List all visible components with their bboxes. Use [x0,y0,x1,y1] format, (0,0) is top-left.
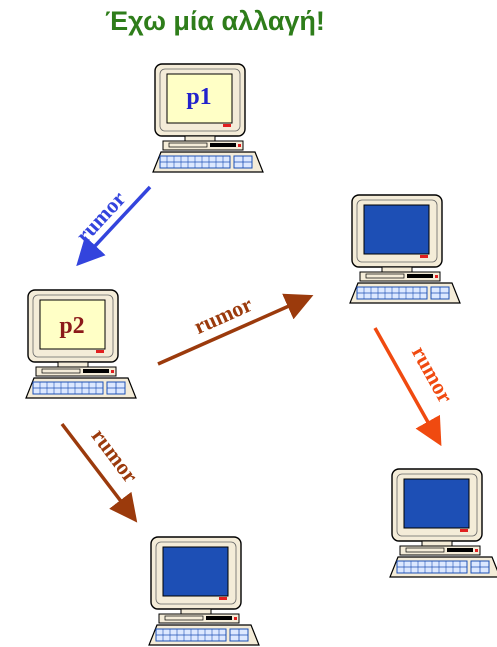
computer-p2-label: p2 [59,313,84,339]
computer-p1: p1 [152,63,264,173]
computer-top-right [349,194,461,304]
arrow-p2-to-bottom: rumor [60,422,144,523]
diagram-title: Έχω μία αλλαγή! [105,6,325,36]
computer-p1-label: p1 [186,84,211,110]
computer-bottom-right [389,468,497,578]
arrow-p1-to-p2: rumor [71,185,152,267]
arrow-label-p2-bottom: rumor [87,424,144,488]
computer-bottom [148,536,260,646]
arrow-top-right-to-bottom-right: rumor [373,327,458,447]
computer-p2: p2 [25,289,137,399]
arrow-label-p2-top-right: rumor [190,291,256,339]
arrow-p2-to-top-right: rumor [157,291,314,366]
